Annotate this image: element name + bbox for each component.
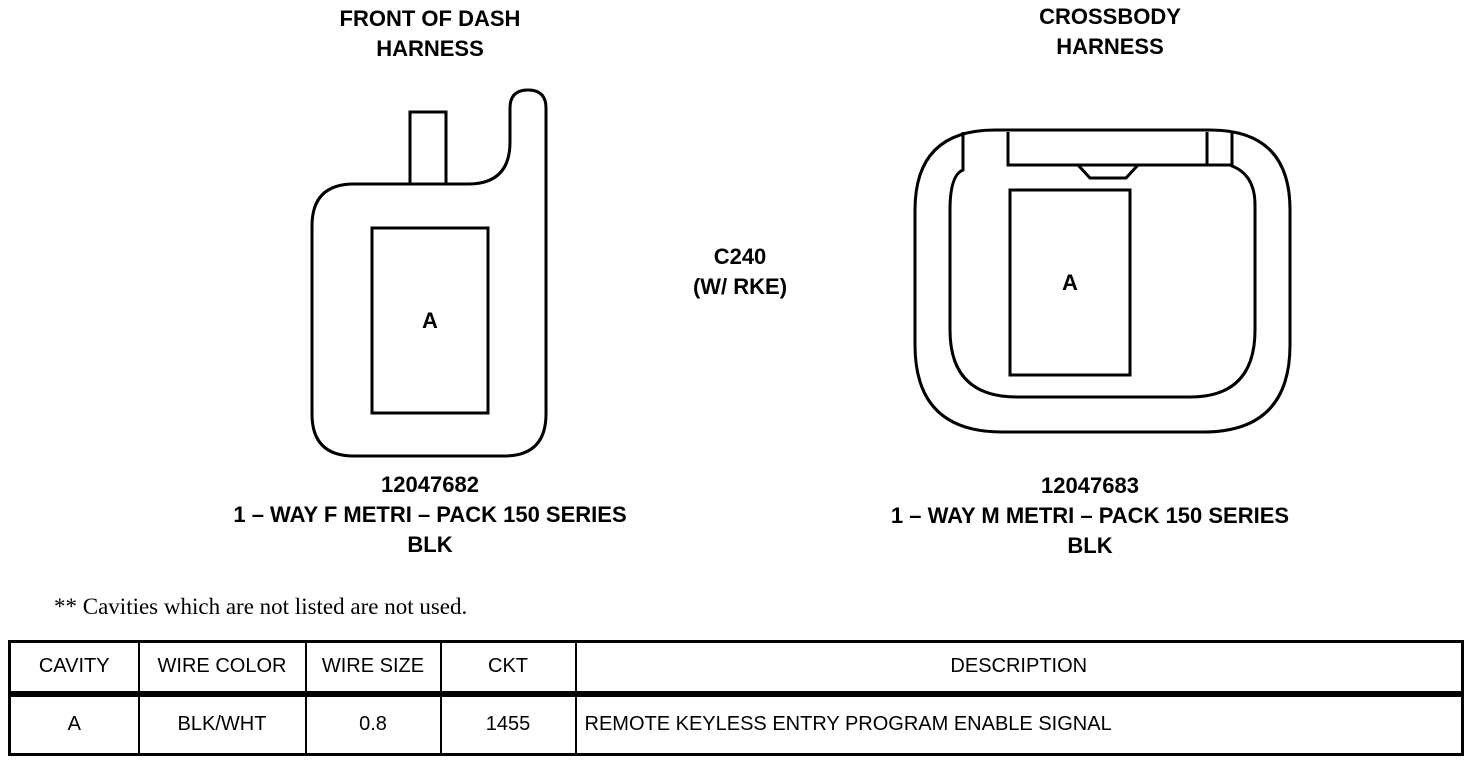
cell-description: REMOTE KEYLESS ENTRY PROGRAM ENABLE SIGN… [574, 692, 1464, 756]
right-harness-title: CROSSBODY HARNESS [960, 2, 1260, 62]
header-cavity: CAVITY [8, 640, 140, 697]
right-part-number: 12047683 [1041, 473, 1139, 498]
cell-ckt: 1455 [439, 692, 577, 756]
right-connector-outline [913, 128, 1292, 434]
left-cavity-a [370, 226, 490, 415]
left-harness-line2: HARNESS [376, 36, 484, 61]
connector-diagram [310, 88, 1292, 458]
right-cavity-label: A [1062, 270, 1078, 295]
left-connector-description: 1 – WAY F METRI – PACK 150 SERIES [233, 502, 627, 527]
left-part-number: 12047682 [381, 472, 479, 497]
left-connector-color: BLK [407, 532, 453, 557]
left-cavity-label: A [422, 308, 438, 333]
right-connector-info: 12047683 1 – WAY M METRI – PACK 150 SERI… [790, 471, 1390, 561]
cell-cavity: A [8, 692, 140, 756]
right-harness-line1: CROSSBODY [1039, 4, 1181, 29]
right-harness-line2: HARNESS [1056, 34, 1164, 59]
connector-id: C240 [713, 244, 767, 269]
left-harness-line1: FRONT OF DASH [339, 6, 521, 31]
connector-option: (W/ RKE) [692, 274, 788, 299]
cell-wire-size: 0.8 [304, 692, 442, 756]
header-description: DESCRIPTION [574, 640, 1464, 697]
header-wire-color: WIRE COLOR [137, 640, 307, 697]
left-connector-info: 12047682 1 – WAY F METRI – PACK 150 SERI… [130, 470, 730, 560]
header-ckt: CKT [439, 640, 577, 697]
header-wire-size: WIRE SIZE [304, 640, 442, 697]
right-connector-description: 1 – WAY M METRI – PACK 150 SERIES [890, 503, 1290, 528]
left-harness-title: FRONT OF DASH HARNESS [280, 4, 580, 64]
left-connector-outline [310, 88, 548, 458]
right-connector-color: BLK [1067, 533, 1113, 558]
connector-id-label: C240 (W/ RKE) [640, 242, 840, 302]
cell-wire-color: BLK/WHT [137, 692, 307, 756]
unused-cavities-note: ** Cavities which are not listed are not… [54, 594, 468, 619]
right-cavity-a [1008, 188, 1132, 377]
table-row: A BLK/WHT 0.8 1455 REMOTE KEYLESS ENTRY … [8, 692, 1464, 756]
cavity-table: CAVITY WIRE COLOR WIRE SIZE CKT DESCRIPT… [8, 640, 1464, 756]
table-header-row: CAVITY WIRE COLOR WIRE SIZE CKT DESCRIPT… [8, 640, 1464, 697]
